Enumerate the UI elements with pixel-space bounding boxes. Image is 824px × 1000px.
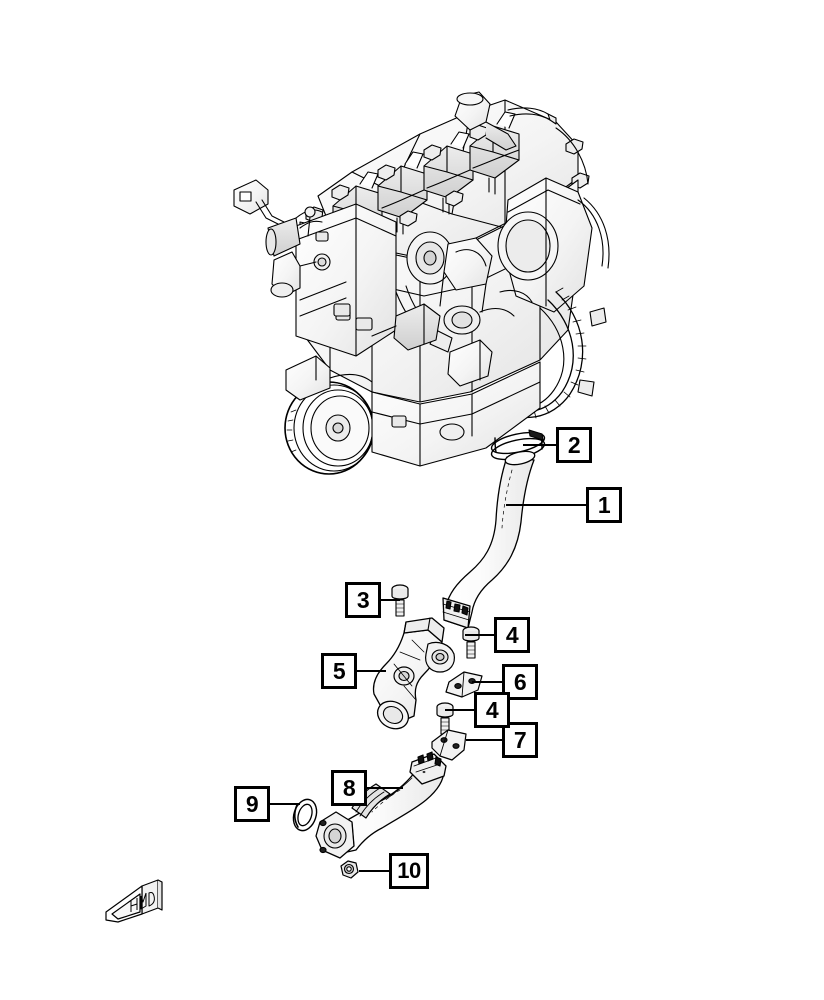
accessory-bracket <box>233 179 285 225</box>
vacuum-actuator <box>265 206 323 257</box>
leader-line-4a <box>465 634 494 636</box>
leader-line-1 <box>506 504 586 506</box>
leader-line-8 <box>367 787 403 789</box>
leader-line-10 <box>359 870 390 872</box>
leader-line-7 <box>466 739 502 741</box>
callout-3[interactable]: 3 <box>345 582 381 618</box>
part-support-bracket <box>431 729 467 761</box>
crankshaft-pulley <box>284 381 375 475</box>
callout-6[interactable]: 6 <box>502 664 538 700</box>
breather-tube <box>507 107 557 125</box>
intake-manifold <box>497 177 593 313</box>
leader-line-3 <box>381 599 400 601</box>
part-sealing-gasket-ring <box>292 798 318 832</box>
oil-filler-neck <box>454 91 517 151</box>
leader-line-5 <box>357 670 386 672</box>
part-mounting-bolt-lower <box>436 702 454 735</box>
part-bracket-plate <box>445 671 483 698</box>
coolant-elbow <box>270 251 317 298</box>
callout-5[interactable]: 5 <box>321 653 357 689</box>
callout-4-mid[interactable]: 4 <box>494 617 530 653</box>
front-mount-bracket <box>285 355 373 401</box>
leader-line-9 <box>270 803 300 805</box>
callout-7[interactable]: 7 <box>502 722 538 758</box>
leader-line-6 <box>472 681 502 683</box>
callout-8[interactable]: 8 <box>331 770 367 806</box>
part-charge-air-hose <box>442 450 536 629</box>
engine-detail-cluster <box>333 289 533 387</box>
callout-10[interactable]: 10 <box>389 853 429 889</box>
oil-pan <box>371 361 541 467</box>
callout-4-lower[interactable]: 4 <box>474 692 510 728</box>
part-mounting-bolt-upper <box>391 584 409 617</box>
engine-assembly <box>233 91 610 475</box>
part-mounting-bolt-mid <box>462 626 480 659</box>
leader-line-2 <box>523 444 556 446</box>
callout-1[interactable]: 1 <box>586 487 622 523</box>
timing-cover <box>295 203 397 357</box>
callout-9[interactable]: 9 <box>234 786 270 822</box>
forward-direction-arrow <box>96 876 196 941</box>
leader-line-4b <box>445 709 474 711</box>
engine-harness <box>555 127 610 269</box>
hose-lower-ferrule <box>442 597 471 629</box>
tube-upper-collar <box>409 751 447 785</box>
tube-flange <box>315 811 355 859</box>
part-retaining-nut <box>340 860 359 879</box>
callout-2[interactable]: 2 <box>556 427 592 463</box>
part-turbocharger-inlet-tube <box>315 751 447 859</box>
part-air-inlet-duct <box>372 617 455 730</box>
turbocharger <box>406 231 493 335</box>
